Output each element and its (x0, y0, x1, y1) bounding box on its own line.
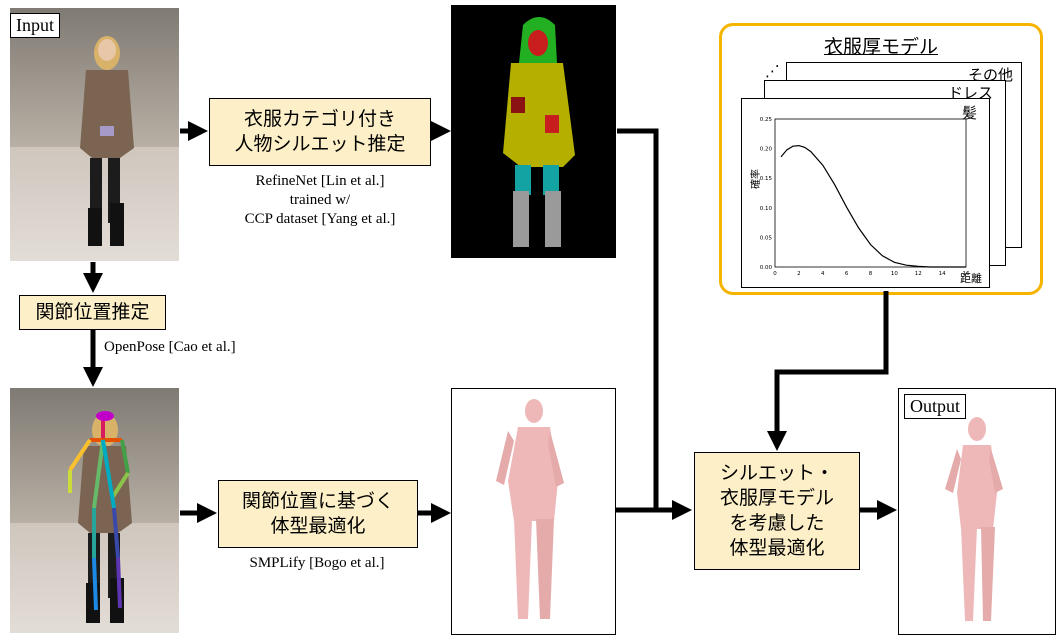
silhouette-box-line1: 衣服カテゴリ付き (243, 108, 396, 130)
thickness-curve (780, 144, 966, 268)
silhouette-caption-line3: CCP dataset [Yang et al.] (244, 211, 396, 227)
final-box-line2: 衣服厚モデル (719, 487, 834, 509)
arrow-seg-to-final (617, 128, 692, 520)
plot-xtick-label: 8 (869, 271, 873, 277)
silhouette-box-line2: 人物シルエット推定 (234, 133, 406, 155)
joint-box-label: 関節位置推定 (35, 301, 150, 323)
thickness-plot: 0.25 0.20 0.15 0.10 0.05 0.000 2 4 6 8 10 12 14 16 確率… (749, 117, 982, 285)
model-card-dress-label: ドレス (948, 84, 994, 102)
silhouette-caption: RefineNet [Lin et al.] trained w/ CCP da… (200, 172, 440, 229)
plot-xtick-label: 10 (891, 271, 898, 277)
arrow-model-to-final (767, 291, 889, 451)
silhouette-caption-line2: trained w/ (289, 192, 351, 208)
plot-ytick-label: 0.15 (760, 176, 773, 182)
model-card-other-label: その他 (968, 66, 1014, 84)
final-box-line1: シルエット・ (719, 462, 834, 484)
plot-xtick-label: 12 (915, 271, 922, 277)
plot-xtick-label: 16 (963, 271, 970, 277)
plot-xlabel: 距離 (960, 271, 982, 285)
segmentation-image (451, 5, 616, 258)
model-card-hair (741, 98, 990, 288)
plot-ytick-label: 0.20 (760, 147, 773, 153)
plot-frame (774, 118, 967, 268)
model-title: 衣服厚モデル (823, 36, 938, 58)
plot-xtick-label: 0 (773, 271, 777, 277)
shape-optimization-box: 関節位置に基づく 体型最適化 (218, 480, 418, 548)
shape-box-line2: 体型最適化 (270, 515, 366, 537)
shape-caption: SMPLify [Bogo et al.] (249, 555, 385, 571)
silhouette-estimation-box: 衣服カテゴリ付き 人物シルエット推定 (209, 98, 431, 166)
joint-estimation-box: 関節位置推定 (19, 295, 166, 330)
input-photo (10, 8, 179, 261)
final-optimization-box: シルエット・ 衣服厚モデル を考慮した 体型最適化 (694, 452, 860, 570)
silhouette-caption-line1: RefineNet [Lin et al.] (255, 173, 385, 189)
pose-photo (10, 388, 179, 633)
shape-box-line1: 関節位置に基づく (241, 490, 394, 512)
more-cards-icon: ⋰ (765, 62, 780, 80)
model-card-hair-label: 髪 (962, 104, 978, 122)
output-label: Output (904, 394, 967, 419)
plot-xtick-label: 2 (797, 271, 801, 277)
plot-ytick-label: 0.10 (760, 206, 773, 212)
joint-caption: OpenPose [Cao et al.] (104, 339, 236, 355)
plot-ytick-label: 0.00 (760, 265, 773, 271)
final-box-line3: を考慮した (729, 512, 825, 534)
smplify-mesh-frame (451, 388, 616, 635)
plot-ylabel: 確率 (749, 169, 762, 189)
output-mesh-frame (898, 388, 1056, 635)
plot-xtick-label: 14 (939, 271, 946, 277)
input-label: Input (10, 13, 60, 38)
final-box-line4: 体型最適化 (729, 537, 825, 559)
plot-ytick-label: 0.25 (760, 117, 773, 123)
plot-xtick-label: 4 (821, 271, 825, 277)
plot-ytick-label: 0.05 (760, 235, 773, 241)
plot-xtick-label: 6 (845, 271, 849, 277)
